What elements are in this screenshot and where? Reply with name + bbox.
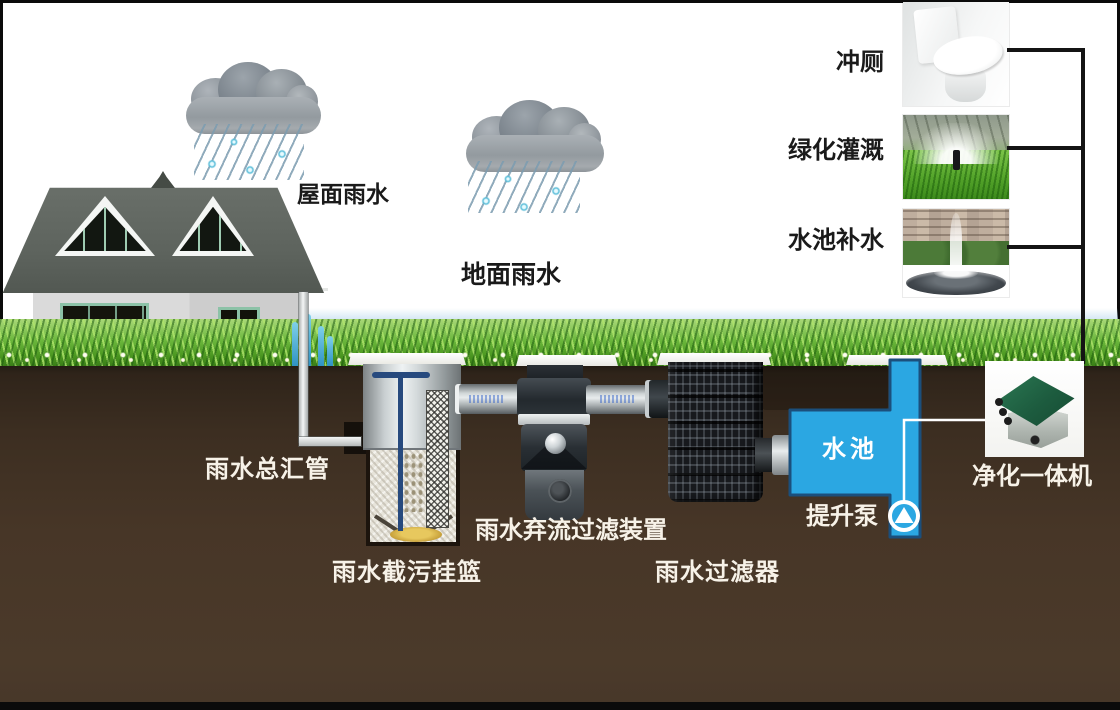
basket-handle <box>398 373 403 531</box>
label-debris-basket: 雨水截污挂篮 <box>332 559 482 586</box>
sprinkler-head <box>952 150 961 171</box>
fountain-splash <box>933 267 979 280</box>
reed <box>305 314 311 366</box>
manhole-lid <box>348 353 466 365</box>
storage-tank <box>788 358 987 539</box>
irrigation-photo <box>903 115 1009 199</box>
connector-line-fountain <box>1007 245 1085 249</box>
diverter-drain-port <box>548 479 572 503</box>
connector-line-vertical <box>1081 48 1085 364</box>
house-roof <box>2 187 325 293</box>
label-use-irrigation: 绿化灌溉 <box>788 137 884 164</box>
downspout-pipe-vertical <box>299 292 308 442</box>
basket-sediment <box>390 527 442 542</box>
manhole-lid <box>516 355 618 366</box>
label-purifier-unit: 净化一体机 <box>972 463 1092 490</box>
label-rainwater-filter: 雨水过滤器 <box>655 559 780 586</box>
tank-pit-shadow <box>762 366 888 410</box>
label-ground-rainwater: 地面雨水 <box>461 261 562 289</box>
reed <box>318 326 324 366</box>
label-first-flush-diverter: 雨水弃流过滤装置 <box>475 517 667 544</box>
blue-reeds <box>290 314 336 366</box>
label-storage-tank: 水池 <box>822 436 878 463</box>
rain-streaks <box>468 161 580 213</box>
connector-line-irrigation <box>1007 146 1085 150</box>
basket-handle-bar <box>372 372 430 378</box>
label-main-collection-pipe: 雨水总汇管 <box>205 456 330 483</box>
rain-streaks <box>194 124 304 180</box>
pump-triangle <box>894 507 914 523</box>
pipe-print <box>599 395 634 403</box>
toilet-photo <box>903 2 1009 106</box>
reed <box>292 322 298 366</box>
downspout-pipe-horizontal <box>299 437 361 446</box>
label-roof-rainwater: 屋面雨水 <box>297 181 389 207</box>
diverter-ball-valve <box>545 433 566 454</box>
roof-finial <box>151 171 175 188</box>
label-use-pool-refill: 水池补水 <box>788 227 884 254</box>
reed <box>327 336 333 366</box>
diverter-tee <box>517 378 591 418</box>
purifier-knob <box>999 408 1007 416</box>
pump-to-purifier-line <box>902 418 987 501</box>
fountain-photo <box>903 209 1009 297</box>
tank-shape <box>788 358 922 539</box>
connector-line-toilet <box>1007 48 1085 52</box>
fountain-jet <box>949 213 963 275</box>
diverter-flange <box>518 414 590 425</box>
purifier-knob <box>995 398 1003 406</box>
bottom-border <box>0 702 1120 710</box>
label-use-toilet: 冲厕 <box>836 49 884 76</box>
pipe-print <box>469 394 505 403</box>
filter-outlet-collar <box>772 435 792 475</box>
rainwater-filter-device <box>668 362 763 502</box>
gray-pipe <box>586 385 648 414</box>
label-lift-pump: 提升泵 <box>806 503 878 530</box>
gray-pipe <box>455 384 519 414</box>
rain-cloud-icon <box>186 62 321 134</box>
basket-mesh-screen <box>426 390 449 528</box>
purifier-knob <box>1004 417 1012 425</box>
rain-cloud-icon <box>466 100 604 172</box>
